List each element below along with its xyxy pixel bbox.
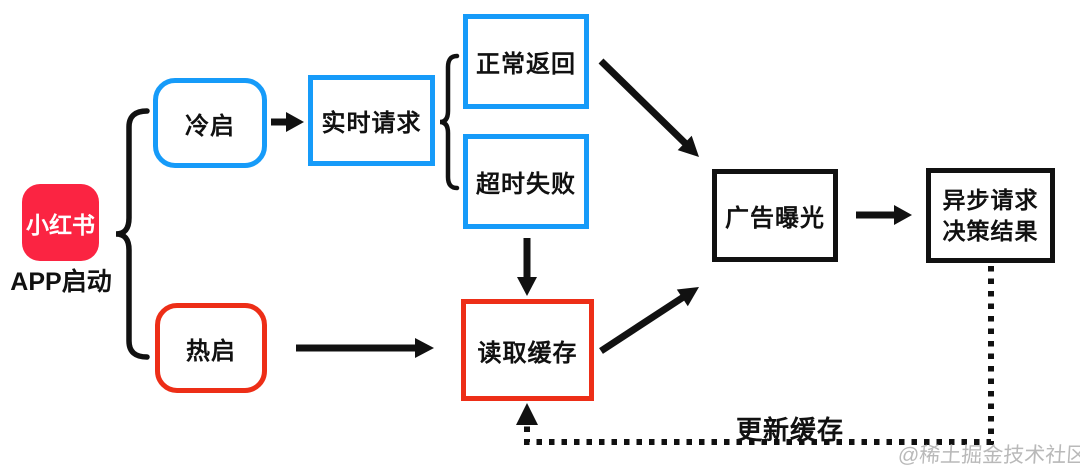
- node-cold-start: 冷启: [153, 78, 267, 168]
- xiaohongshu-logo-text: 小红书: [26, 211, 95, 238]
- async-line2: 决策结果: [942, 217, 1039, 244]
- node-realtime-request: 实时请求: [308, 75, 435, 166]
- node-read-cache: 读取缓存: [461, 299, 594, 401]
- arrow-timeout-to-cache: [517, 238, 537, 296]
- node-ad-exposure: 广告曝光: [712, 169, 838, 262]
- node-timeout-failure-label: 超时失败: [476, 171, 576, 198]
- arrow-cold-to-realtime: [271, 112, 304, 132]
- node-hot-start-label: 热启: [186, 337, 236, 365]
- node-read-cache-label: 读取缓存: [477, 339, 578, 367]
- big-curly-brace: [115, 108, 150, 360]
- watermark-text: @稀土掘金技术社区: [897, 444, 1080, 467]
- node-hot-start: 热启: [155, 303, 267, 393]
- node-ad-exposure-label: 广告曝光: [725, 205, 825, 232]
- async-line1: 异步请求: [942, 186, 1039, 213]
- arrow-ad-to-async: [856, 205, 912, 225]
- dotted-update-cache-path: [516, 266, 994, 445]
- node-realtime-request-label: 实时请求: [321, 110, 422, 137]
- node-normal-return: 正常返回: [463, 14, 589, 109]
- node-async-decision-result: 异步请求 决策结果: [926, 168, 1055, 263]
- app-start-label: APP启动: [10, 268, 112, 296]
- node-async-decision-result-label: 异步请求 决策结果: [943, 185, 1039, 247]
- update-cache-edge-label: 更新缓存: [736, 415, 845, 445]
- node-timeout-failure: 超时失败: [463, 134, 589, 229]
- small-curly-brace: [439, 53, 460, 191]
- node-normal-return-label: 正常返回: [476, 51, 576, 78]
- xiaohongshu-logo: 小红书: [22, 184, 99, 261]
- node-cold-start-label: 冷启: [185, 112, 235, 140]
- arrow-hot-to-cache: [296, 338, 434, 358]
- arrow-cache-to-ad: [599, 287, 699, 354]
- arrow-normal-to-ad: [598, 58, 699, 157]
